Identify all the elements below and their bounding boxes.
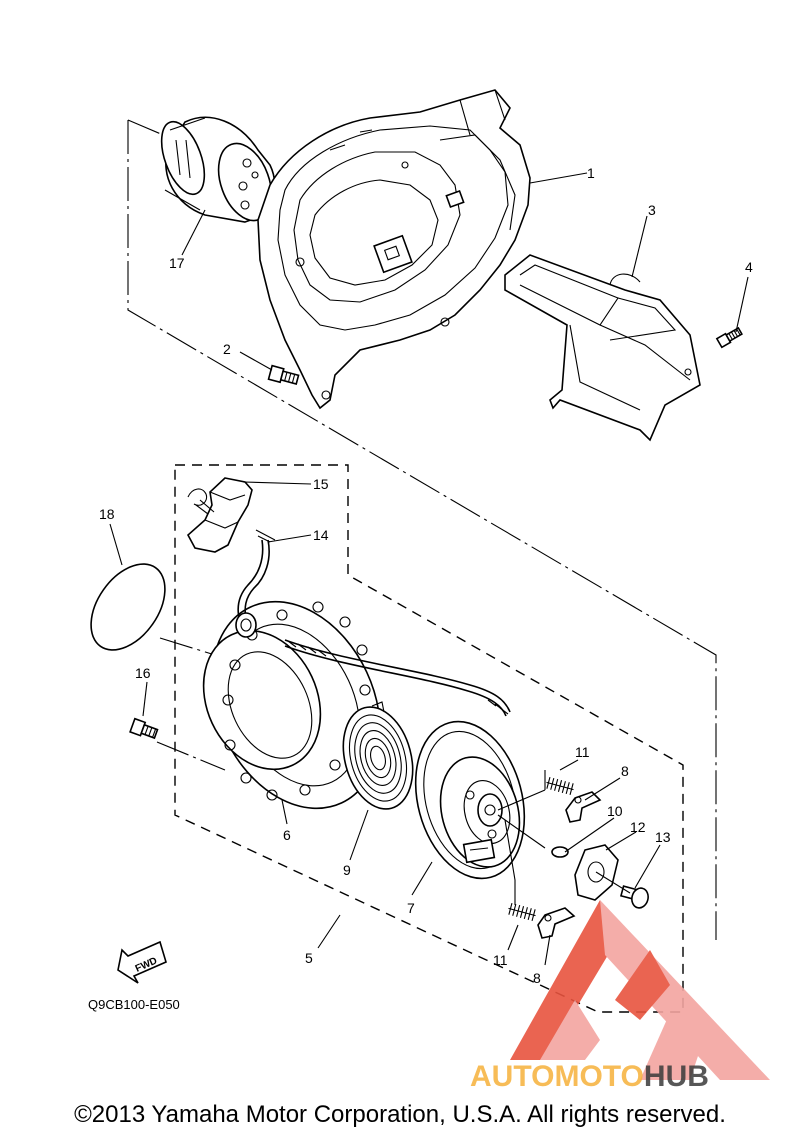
callout-8-lower: 8 [533,970,541,986]
callout-2: 2 [223,341,231,357]
callout-11-upper: 11 [575,744,590,760]
part-10-pin [551,846,569,858]
part-8-pawl-lower [537,907,576,939]
callout-13: 13 [655,829,671,845]
svg-text:AUTOMOTOHUB: AUTOMOTOHUB [470,1060,709,1093]
part-11-spring-lower [508,902,536,922]
recoil-assembly-dashed-box [174,464,684,1013]
part-1-fan-housing [257,89,531,410]
part-9-spring [342,701,414,810]
leader-lines [109,172,749,966]
automotohub-watermark-logo [510,900,770,1080]
watermark-text-part2: HUB [644,1060,709,1093]
guide-lines [497,770,631,905]
callout-1: 1 [587,165,595,181]
callout-18: 18 [99,506,115,522]
callout-3: 3 [648,202,656,218]
part-4-bolt [715,326,743,349]
part-8-pawl-upper [565,791,602,823]
part-15-handle [186,477,253,553]
callout-7: 7 [407,900,415,916]
callout-10: 10 [607,803,623,819]
part-3-shroud [504,254,701,442]
part-2-bolt [267,364,300,385]
callout-4: 4 [745,259,753,275]
part-11-spring-upper [546,776,574,796]
automotohub-watermark-text: AUTOMOTOHUB [470,1060,709,1093]
part-16-bolt [129,717,159,740]
callout-numbers: 1 2 3 4 5 6 7 8 8 9 10 11 11 12 13 14 15… [99,165,753,986]
fwd-arrow-icon: FWD [117,940,167,984]
part-7-pulley [414,720,526,880]
copyright-notice: ©2013 Yamaha Motor Corporation, U.S.A. A… [74,1101,726,1128]
callout-12: 12 [630,819,646,835]
drawing-code: Q9CB100-E050 [88,997,180,1012]
part-18-disc [90,563,166,651]
part-14-rope [235,529,511,717]
part-13-bolt [619,885,649,909]
callout-16: 16 [135,665,151,681]
callout-6: 6 [283,827,291,843]
callout-5: 5 [305,950,313,966]
assembly-boundary-lines [127,119,717,940]
callout-15: 15 [313,476,329,492]
callout-17: 17 [169,255,185,271]
watermark-text-part1: AUTOMOTO [470,1060,644,1093]
part-6-starter-case [202,600,381,810]
callout-8-upper: 8 [621,763,629,779]
callout-11-lower: 11 [493,952,508,968]
callout-9: 9 [343,862,351,878]
callout-14: 14 [313,527,329,543]
